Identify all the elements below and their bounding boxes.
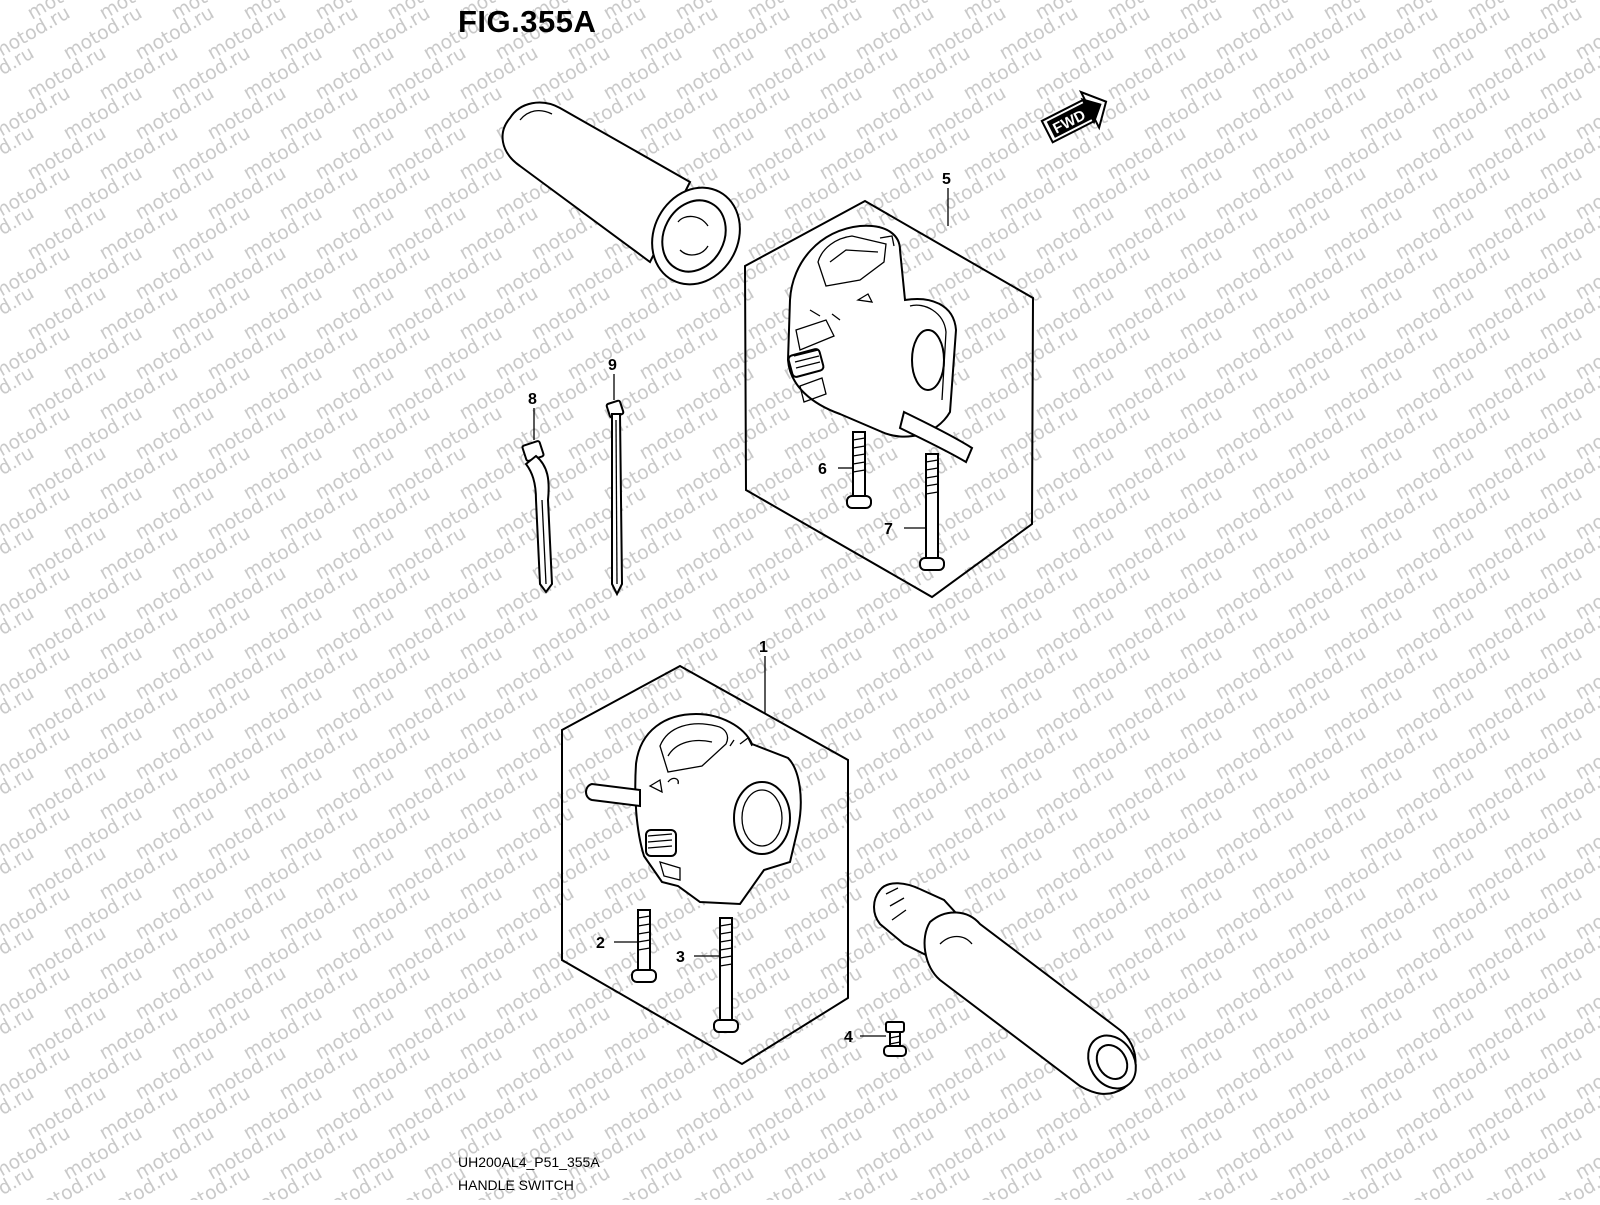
figure-title: FIG.355A [458, 4, 596, 40]
callout-9: 9 [608, 357, 617, 374]
callout-7: 7 [884, 521, 893, 538]
figure-name: HANDLE SWITCH [458, 1177, 574, 1193]
callout-6: 6 [818, 461, 827, 478]
callout-8: 8 [528, 391, 537, 408]
callout-4: 4 [844, 1029, 853, 1046]
figure-code: UH200AL4_P51_355A [458, 1154, 600, 1170]
callout-1: 1 [759, 639, 768, 656]
callout-3: 3 [676, 949, 685, 966]
callout-2: 2 [596, 935, 605, 952]
callout-5: 5 [942, 171, 951, 188]
